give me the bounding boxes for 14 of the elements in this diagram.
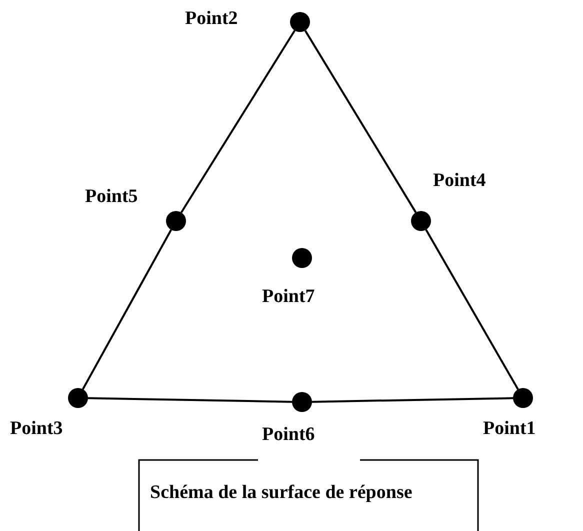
caption: Schéma de la surface de réponse bbox=[150, 482, 412, 504]
triangle-side bbox=[88, 397, 292, 403]
point-label: Point3 bbox=[10, 418, 63, 440]
triangle-side bbox=[180, 30, 296, 214]
point-label: Point1 bbox=[483, 418, 536, 440]
triangle-side bbox=[304, 30, 417, 213]
point-label: Point6 bbox=[262, 424, 315, 446]
triangle-side bbox=[82, 229, 172, 390]
point-label: Point4 bbox=[433, 170, 486, 192]
triangle-side bbox=[312, 397, 514, 403]
triangle-side bbox=[425, 229, 519, 390]
point-label: Point7 bbox=[262, 286, 315, 308]
point-label: Point2 bbox=[185, 8, 238, 30]
point-label: Point5 bbox=[85, 186, 138, 208]
